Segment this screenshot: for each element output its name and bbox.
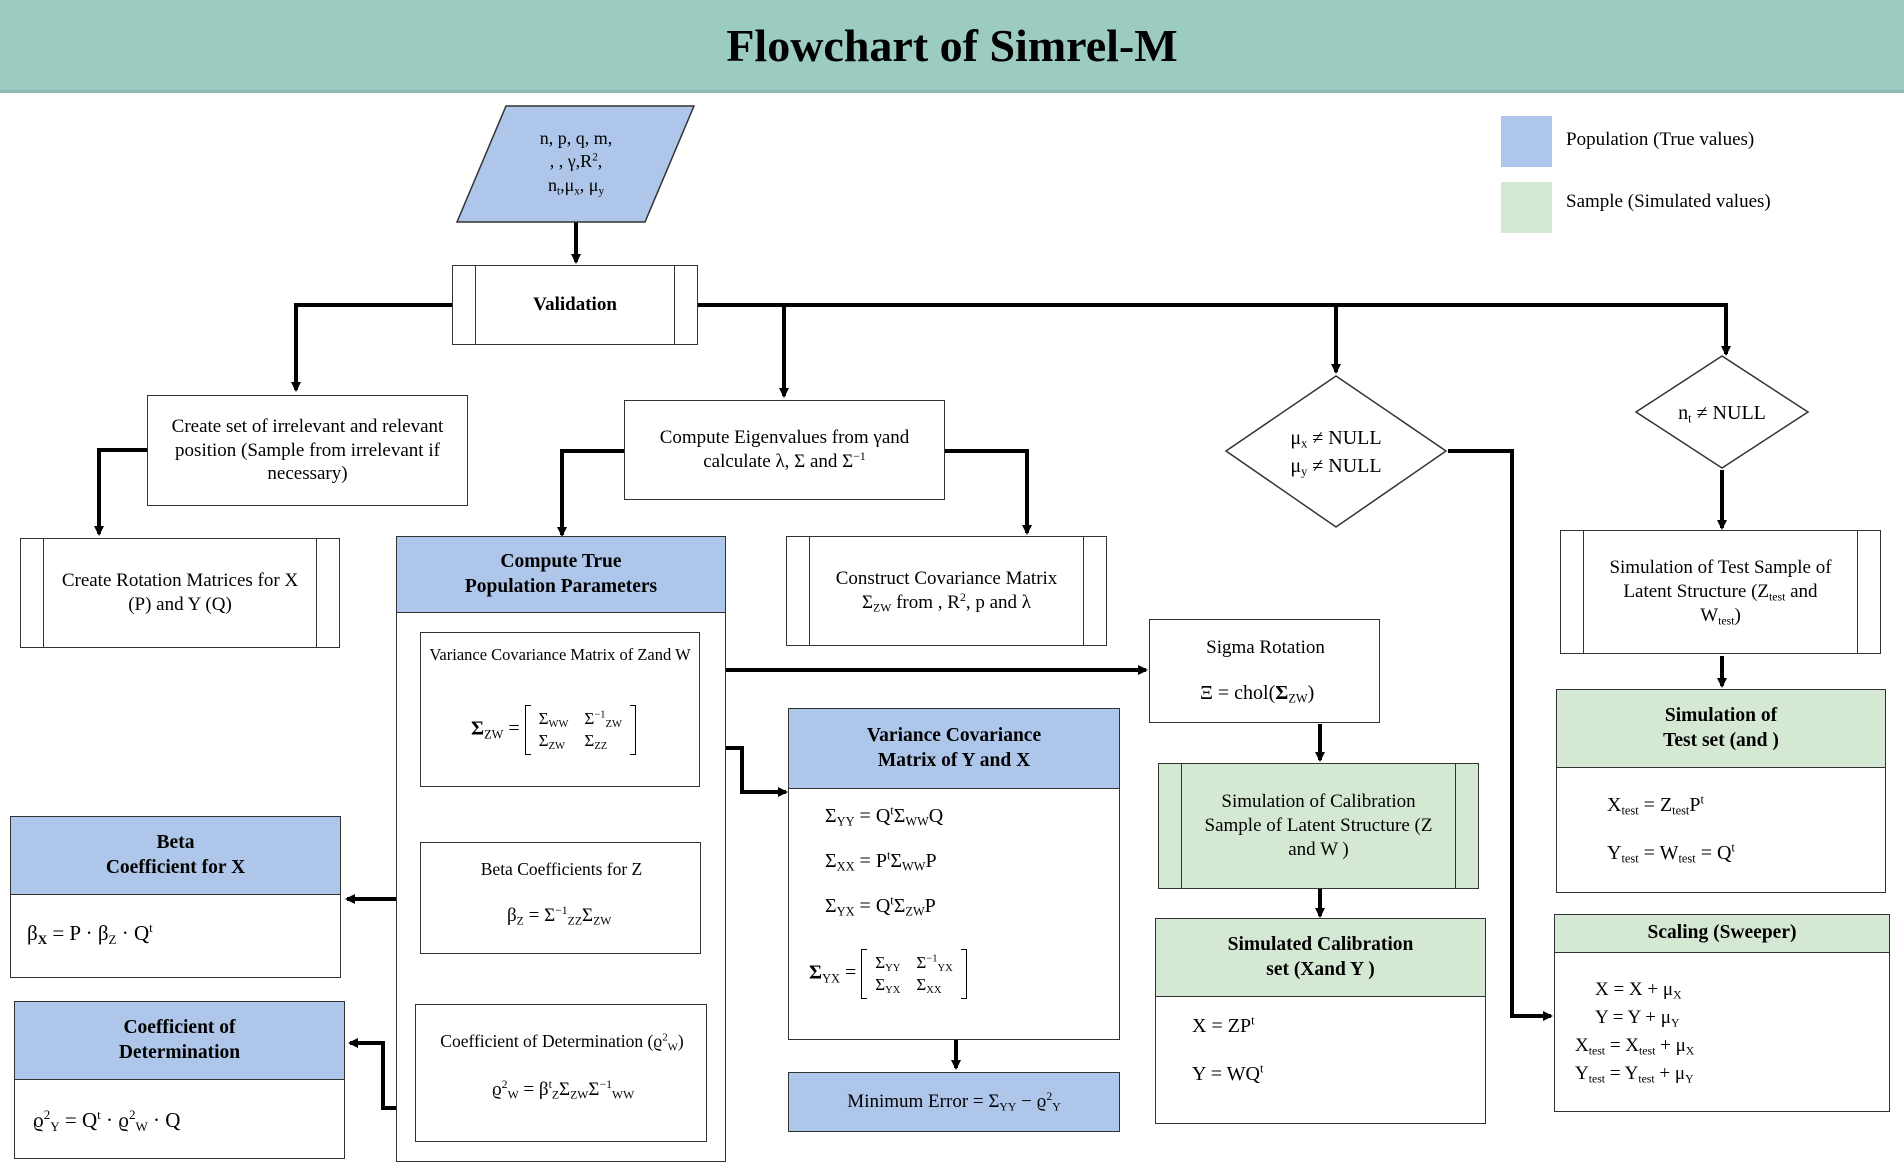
mu-y-condition: μy ≠ NULL — [1290, 455, 1382, 479]
beta-x-formula: βX = P · βZ · Qt — [27, 920, 153, 947]
scaling-x: X = X + μX — [1595, 979, 1682, 1002]
arrow-eigen-construct — [944, 449, 1032, 535]
sim-test-set-box: Simulation of Test set (and ) Xtest = Zt… — [1556, 689, 1886, 893]
sigma-yx-formula: ΣYX = QtΣZWP — [825, 893, 936, 919]
minimum-error-box: Minimum Error = ΣYY − ϱ2Y — [788, 1072, 1120, 1132]
determination-header: Coefficient of Determination — [15, 1002, 344, 1080]
vcov-yx-box: Variance Covariance Matrix of Y and X ΣY… — [788, 708, 1120, 1040]
validation-label: Validation — [533, 294, 617, 316]
beta-z-title: Beta Coefficients for Z — [480, 859, 643, 879]
coef-det-inner-title: Coefficient of Determination (ϱ2W) — [440, 1031, 684, 1054]
rotation-line-2: (P) and Y (Q) — [128, 594, 232, 615]
decision-nt — [1634, 355, 1810, 469]
beta-x-box: Beta Coefficient for X βX = P · βZ · Qt — [10, 816, 341, 978]
beta-x-header: Beta Coefficient for X — [11, 817, 340, 895]
line-validation-bus — [291, 303, 452, 392]
sim-calibration-set-box: Simulated Calibration set (Xand Y ) X = … — [1155, 918, 1486, 1124]
scaling-x-test: Xtest = Xtest + μX — [1575, 1035, 1695, 1058]
legend-sample-label: Sample (Simulated values) — [1566, 191, 1771, 212]
sim-test-set-header: Simulation of Test set (and ) — [1557, 690, 1885, 768]
arrow-createset-rotation — [94, 448, 147, 536]
sigma-xx-formula: ΣXX = PtΣWWP — [825, 848, 937, 874]
nt-condition: nt ≠ NULL — [1678, 402, 1766, 426]
decision-mu-text: μx ≠ NULL μy ≠ NULL — [1270, 424, 1402, 480]
create-set-box: Create set of irrelevant and relevant po… — [147, 395, 468, 506]
decision-nt-text: nt ≠ NULL — [1650, 401, 1794, 426]
rotation-matrices-box: Create Rotation Matrices for X (P) and Y… — [20, 538, 340, 648]
create-set-line-3: necessary) — [267, 463, 348, 485]
construct-covariance-box: Construct Covariance Matrix ΣZW from , R… — [786, 536, 1107, 646]
legend-population-label: Population (True values) — [1566, 129, 1755, 150]
scaling-y: Y = Y + μY — [1595, 1007, 1680, 1030]
validation-box: Validation — [452, 265, 698, 345]
input-line-2: , , γ,R2, — [549, 151, 603, 172]
input-parallelogram — [455, 105, 696, 223]
vcov-zw-title: Variance Covariance Matrix of Zand W — [429, 645, 691, 664]
rotation-line-1: Create Rotation Matrices for X — [61, 570, 299, 592]
beta-z-formula: βZ = Σ−1ZZΣZW — [507, 903, 612, 928]
input-line-3: nt,μx, μy — [547, 174, 605, 198]
y-calibration-formula: Y = WQt — [1192, 1061, 1264, 1085]
determination-formula: ϱ2Y = Qt · ϱ2W · Q — [33, 1107, 181, 1134]
scaling-header: Scaling (Sweeper) — [1555, 915, 1889, 953]
sim-calibration-set-header: Simulated Calibration set (Xand Y ) — [1156, 919, 1485, 997]
x-calibration-formula: X = ZPt — [1192, 1013, 1255, 1037]
decision-mu — [1224, 375, 1448, 528]
minimum-error-formula: Minimum Error = ΣYY − ϱ2Y — [847, 1090, 1061, 1114]
scaling-box: Scaling (Sweeper) X = X + μX Y = Y + μY … — [1554, 914, 1890, 1112]
arrow-mu-scaling — [1448, 449, 1553, 1021]
line-validation-right — [698, 303, 1731, 356]
legend-sample-swatch — [1501, 182, 1552, 233]
construct-line-2: ΣZW from , R2, p and λ — [861, 590, 1031, 615]
arrow-eigen-true — [557, 449, 625, 537]
page-title: Flowchart of Simrel-M — [726, 19, 1178, 71]
determination-box: Coefficient of Determination ϱ2Y = Qt · … — [14, 1001, 345, 1159]
eigenvalues-box: Compute Eigenvalues from γand calculate … — [624, 400, 945, 500]
sigma-rotation-title: Sigma Rotation — [1206, 637, 1325, 658]
x-test-formula: Xtest = ZtestPt — [1607, 792, 1704, 818]
sim-calibration-sample-box: Simulation of Calibration Sample of Late… — [1158, 763, 1479, 889]
title-banner: Flowchart of Simrel-M — [0, 0, 1904, 93]
beta-z-box: Beta Coefficients for Z βZ = Σ−1ZZΣZW — [420, 842, 701, 954]
input-params: n, p, q, m, , , γ,R2, nt,μx, μy — [506, 127, 646, 197]
construct-line-1: Construct Covariance Matrix — [835, 568, 1058, 590]
coef-det-inner-formula: ϱ2W = βtZΣZWΣ−1WW — [492, 1077, 635, 1102]
sigma-rotation-formula: Ξ = chol(ΣZW) — [1200, 682, 1315, 706]
mu-x-condition: μx ≠ NULL — [1290, 427, 1382, 451]
scaling-y-test: Ytest = Ytest + μY — [1575, 1063, 1694, 1086]
legend-population-swatch — [1501, 116, 1552, 167]
vcov-zw-box: Variance Covariance Matrix of Zand W ΣZW… — [420, 632, 700, 787]
create-set-line-1: Create set of irrelevant and relevant — [171, 415, 444, 437]
true-parameters-header: Compute True Population Parameters — [397, 537, 725, 613]
y-test-formula: Ytest = Wtest = Qt — [1607, 840, 1735, 866]
eigen-line-2: calculate λ, Σ and Σ−1 — [703, 449, 866, 472]
create-set-line-2: position (Sample from irrelevant if — [175, 439, 440, 461]
eigen-line-1: Compute Eigenvalues from γand — [659, 427, 910, 449]
input-line-1: n, p, q, m, — [539, 128, 613, 148]
sigma-yy-formula: ΣYY = QtΣWWQ — [825, 803, 944, 829]
sim-test-latent-box: Simulation of Test Sample of Latent Stru… — [1560, 530, 1881, 654]
sigma-rotation-box: Sigma Rotation Ξ = chol(ΣZW) — [1149, 619, 1380, 723]
coef-det-inner-box: Coefficient of Determination (ϱ2W) ϱ2W =… — [415, 1004, 707, 1142]
vcov-yx-header: Variance Covariance Matrix of Y and X — [789, 709, 1119, 789]
